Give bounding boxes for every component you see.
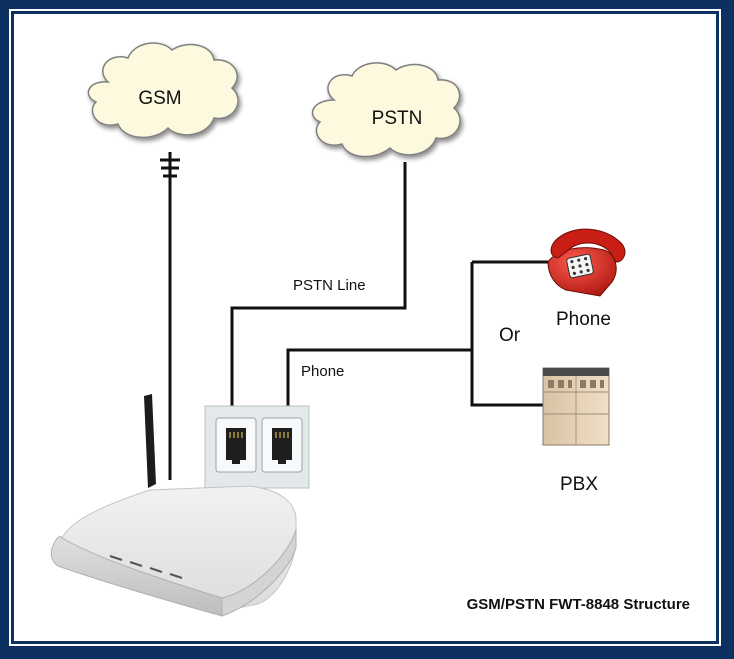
gsm-cloud-label: GSM bbox=[138, 88, 181, 109]
pstn-line-label: PSTN Line bbox=[293, 277, 366, 294]
telephone-icon bbox=[547, 228, 626, 297]
pstn-cloud bbox=[311, 62, 461, 158]
diagram-caption: GSM/PSTN FWT-8848 Structure bbox=[467, 596, 690, 613]
pbx-label: PBX bbox=[560, 474, 598, 495]
pstn-cloud-label: PSTN bbox=[372, 108, 423, 129]
phone-port-icon bbox=[272, 428, 292, 464]
pstn-line-wire bbox=[230, 162, 407, 410]
or-label: Or bbox=[499, 325, 521, 346]
pstn-port-icon bbox=[226, 428, 246, 464]
split-wire bbox=[470, 262, 548, 407]
phone-branch-wire bbox=[472, 260, 557, 273]
rj11-socket-block bbox=[204, 405, 310, 489]
phone-wire-label: Phone bbox=[301, 363, 344, 380]
phone-wire bbox=[286, 348, 472, 410]
pbx-icon bbox=[542, 367, 610, 446]
phone-device-label: Phone bbox=[556, 309, 611, 330]
fwt-terminal-device bbox=[50, 394, 297, 617]
gsm-cloud bbox=[87, 42, 239, 139]
gsm-antenna-icon bbox=[160, 152, 180, 480]
inner-border bbox=[9, 9, 721, 646]
